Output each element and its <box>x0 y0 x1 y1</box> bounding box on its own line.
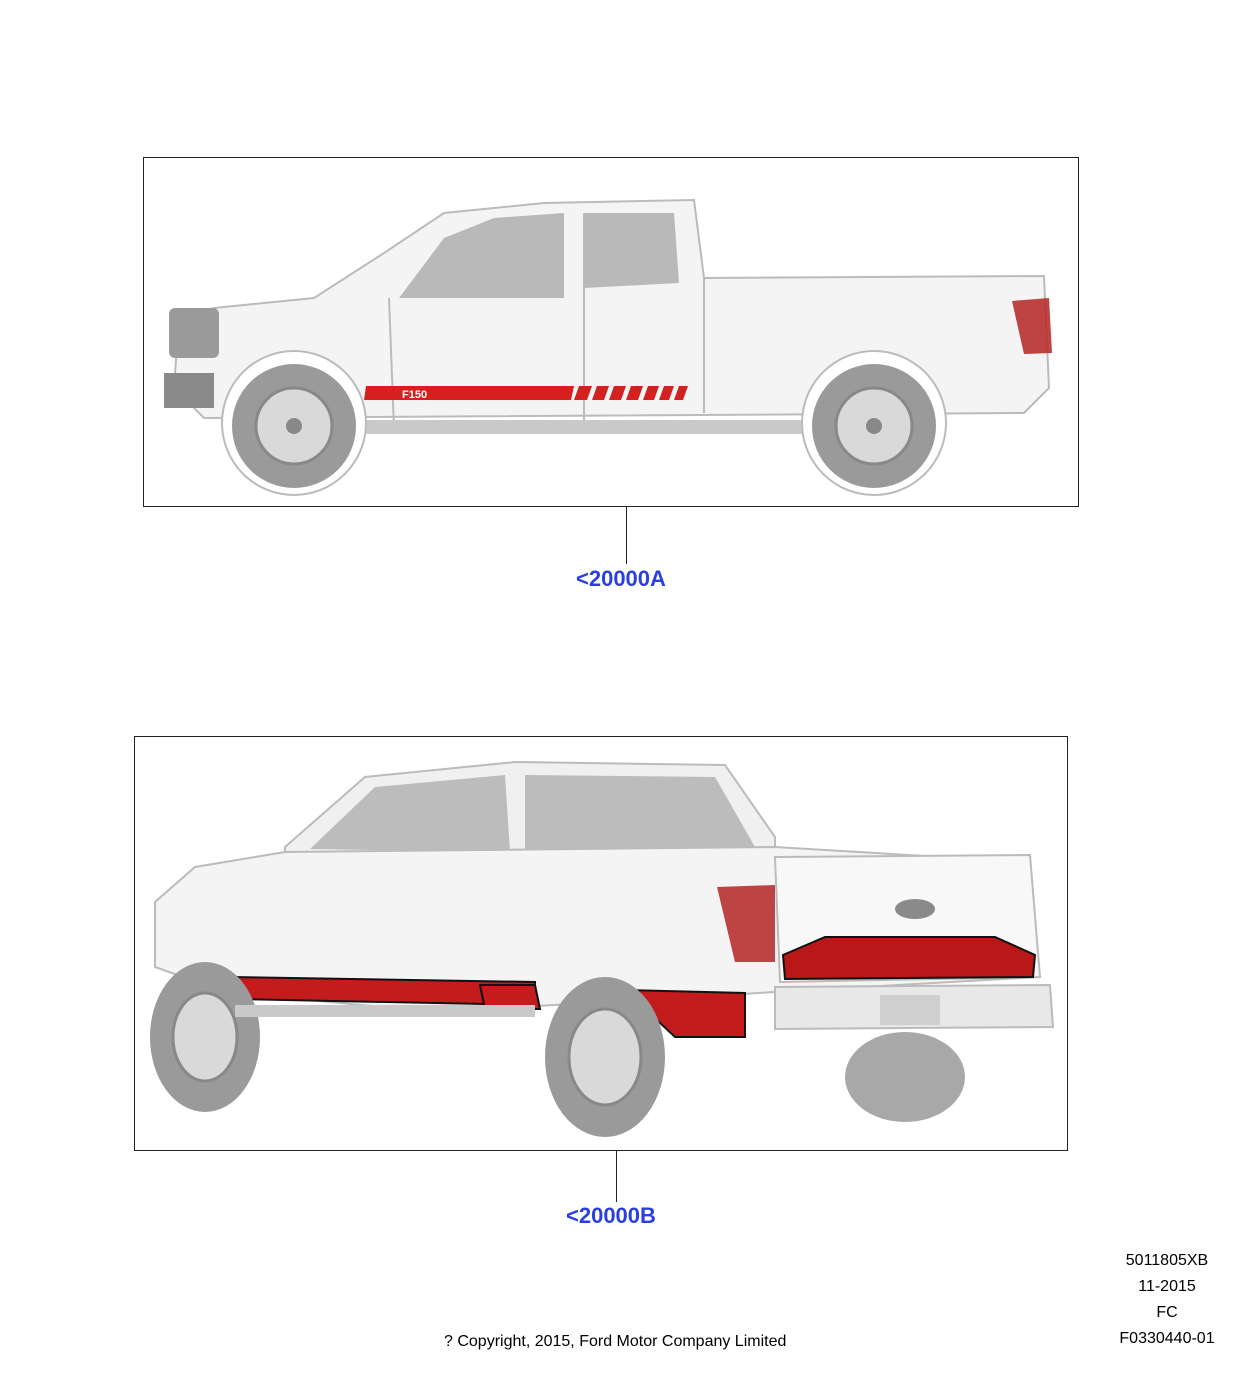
revision-date: 11-2015 <box>1138 1278 1196 1295</box>
figure-id: F0330440-01 <box>1119 1330 1215 1347</box>
figure-b-leader-line <box>616 1150 617 1202</box>
copyright-notice: ? Copyright, 2015, Ford Motor Company Li… <box>444 1333 787 1350</box>
figure-meta-block: 5011805XB 11-2015 FC F0330440-01 <box>1112 1248 1222 1352</box>
truck-rear-illustration <box>150 760 1055 1137</box>
figure-a-leader-line <box>626 506 627 564</box>
callout-20000a-link[interactable]: <20000A <box>576 566 666 591</box>
region-code: FC <box>1156 1304 1178 1321</box>
stripe-badge-text: F150 <box>402 389 427 401</box>
part-code: 5011805XB <box>1125 1252 1209 1269</box>
callout-20000b-link[interactable]: <20000B <box>566 1203 656 1228</box>
figure-b-frame <box>134 736 1068 1151</box>
figure-a-frame: F150 <box>143 157 1079 507</box>
truck-side-illustration: F150 <box>164 198 1052 496</box>
